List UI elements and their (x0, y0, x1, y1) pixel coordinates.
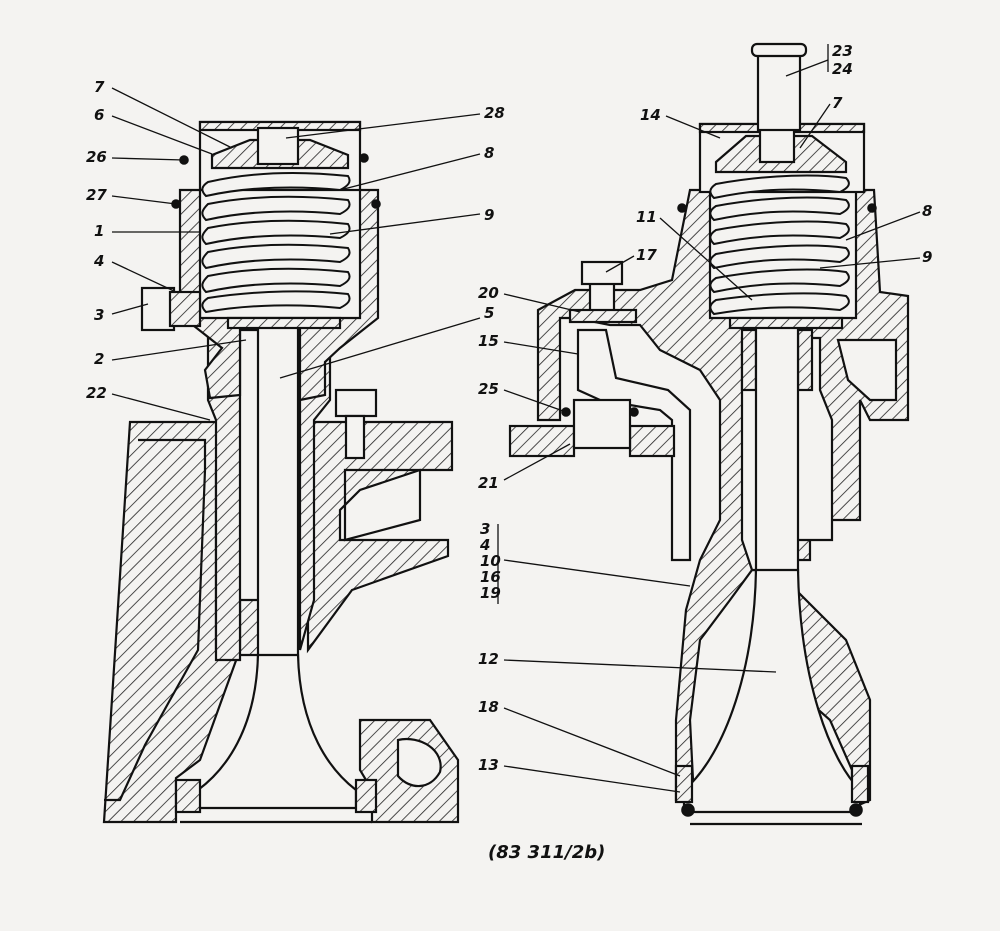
right-flange-bushing (572, 398, 632, 450)
left-port-cavity (396, 737, 442, 788)
left-valve-seat-r (354, 778, 378, 814)
left-stem-tip (256, 126, 300, 166)
callout-left-7: 2 (94, 350, 104, 368)
left-valve-seat (174, 778, 202, 814)
callout-right-4: 11 (636, 208, 657, 226)
callout-left-6: 3 (94, 306, 104, 324)
callout-group-1: 4 (479, 536, 490, 554)
callout-left-8: 22 (86, 384, 107, 402)
left-section-view (102, 120, 460, 824)
right-seat-insert-r (850, 764, 870, 804)
right-flange-plate (508, 424, 576, 458)
callout-right-11: 9 (922, 248, 932, 266)
right-spring-seat (728, 316, 844, 330)
right-valve-guide-l (740, 328, 758, 392)
right-flange-plate-r (628, 424, 676, 458)
callout-right-8: 25 (478, 380, 499, 398)
callout-left-4: 1 (94, 222, 104, 240)
right-seat-ring-r (849, 803, 863, 817)
callout-right-9: 21 (478, 474, 499, 492)
left-valve-stem (256, 318, 300, 662)
left-oring-27r (371, 199, 381, 209)
figure-caption: (83 311/2b) (488, 842, 605, 863)
callout-right-14: 13 (478, 756, 499, 774)
callout-right-7: 15 (478, 332, 499, 350)
right-oring-25r (629, 407, 639, 417)
left-bolt-head (334, 388, 378, 418)
left-cavity-left (104, 438, 207, 802)
callout-group-2: 10 (480, 552, 501, 570)
callout-group-3: 16 (480, 568, 501, 586)
callout-left-11: 9 (484, 206, 494, 224)
right-valve-stem (754, 320, 800, 574)
right-clamp-plate (568, 308, 638, 324)
grouped-callout: 3 4 10 16 19 (479, 520, 501, 602)
right-oring-r (867, 203, 877, 213)
callout-right-10: 8 (922, 202, 932, 220)
callout-left-1: 6 (94, 106, 104, 124)
callout-left-9: 28 (484, 104, 505, 122)
callout-right-13: 18 (478, 698, 499, 716)
left-bolt-shank (344, 414, 366, 460)
callout-right-1: 24 (832, 60, 853, 78)
left-oring-26r (359, 153, 369, 163)
callout-right-0: 23 (832, 42, 853, 60)
callout-right-6: 20 (478, 284, 499, 302)
callout-group-4: 19 (480, 584, 501, 602)
left-spring-housing (178, 188, 380, 402)
left-callout-labels: 7 6 26 27 1 4 3 2 22 28 8 9 5 (86, 78, 505, 402)
left-side-plug-nut (168, 290, 202, 328)
right-cavity-2 (836, 338, 898, 402)
right-valve-guide-r (796, 328, 814, 392)
right-seat-ring-l (681, 803, 695, 817)
left-cavity-right (343, 468, 422, 542)
right-stem-tip (758, 126, 796, 164)
callout-left-0: 7 (94, 78, 105, 96)
callout-right-12: 12 (478, 650, 499, 668)
right-spring (709, 174, 850, 316)
left-spring-seat (226, 316, 342, 330)
callout-left-3: 27 (86, 186, 107, 204)
callout-left-2: 26 (86, 148, 107, 166)
left-cylinder-head-right (298, 420, 454, 654)
callout-left-12: 5 (484, 304, 494, 322)
callout-left-5: 4 (93, 252, 104, 270)
callout-left-10: 8 (484, 144, 494, 162)
callout-right-2: 14 (640, 106, 661, 124)
callout-right-5: 17 (636, 246, 657, 264)
right-seat-insert-l (674, 764, 694, 804)
callout-right-3: 7 (832, 94, 843, 112)
leader-lines (111, 44, 921, 793)
right-callout-labels: 23 24 14 7 11 17 20 15 25 21 8 9 12 18 1… (478, 42, 932, 774)
callout-group-0: 3 (480, 520, 490, 538)
right-oring-l (677, 203, 687, 213)
right-elbow-passage (576, 328, 692, 562)
right-indicator-top (750, 42, 808, 58)
left-spring (201, 171, 351, 314)
right-stud-nut (580, 260, 624, 286)
right-indicator-pin (756, 48, 802, 132)
right-section-view (508, 42, 910, 826)
